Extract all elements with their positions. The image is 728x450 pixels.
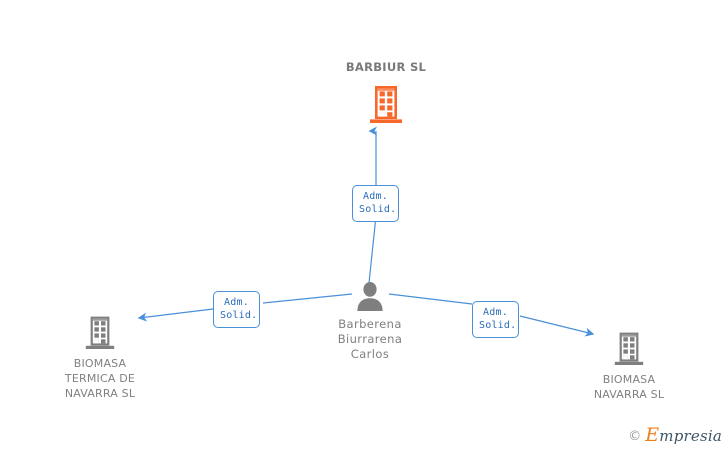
edge-label-person-to-biomasa-termica[interactable]: Adm. Solid. xyxy=(213,291,260,328)
watermark-empresia: © Empresia xyxy=(628,426,722,445)
edge-label-person-to-barbiur[interactable]: Adm. Solid. xyxy=(352,185,399,222)
brand-initial: E xyxy=(645,424,660,446)
brand-wordmark: Empresia xyxy=(645,426,722,445)
copyright-icon: © xyxy=(628,428,642,444)
node-barbiur-sl[interactable]: BARBIUR SL xyxy=(311,60,461,124)
edge-label-person-to-biomasa-navarra[interactable]: Adm. Solid. xyxy=(472,301,519,338)
building-icon xyxy=(29,315,171,350)
edge-person-to-biomasa-termica xyxy=(137,293,353,322)
building-icon xyxy=(311,84,461,124)
building-icon xyxy=(558,331,700,366)
node-label-barbiur-sl: BARBIUR SL xyxy=(345,60,427,74)
edge-person-to-biomasa-navarra xyxy=(388,293,595,337)
node-biomasa-termica-de-navarra-sl[interactable]: BIOMASA TERMICA DE NAVARRA SL xyxy=(29,315,171,401)
brand-rest: mpresia xyxy=(659,427,722,445)
edge-person-to-barbiur xyxy=(368,126,378,284)
node-person-barberena-biurrarena-carlos[interactable]: Barberena Biurrarena Carlos xyxy=(297,281,443,362)
node-label-biomasa-termica-de-navarra-sl: BIOMASA TERMICA DE NAVARRA SL xyxy=(64,357,136,400)
node-label-biomasa-navarra-sl: BIOMASA NAVARRA SL xyxy=(593,373,665,401)
node-label-person: Barberena Biurrarena Carlos xyxy=(337,317,403,361)
node-biomasa-navarra-sl[interactable]: BIOMASA NAVARRA SL xyxy=(558,331,700,402)
person-icon xyxy=(297,281,443,311)
